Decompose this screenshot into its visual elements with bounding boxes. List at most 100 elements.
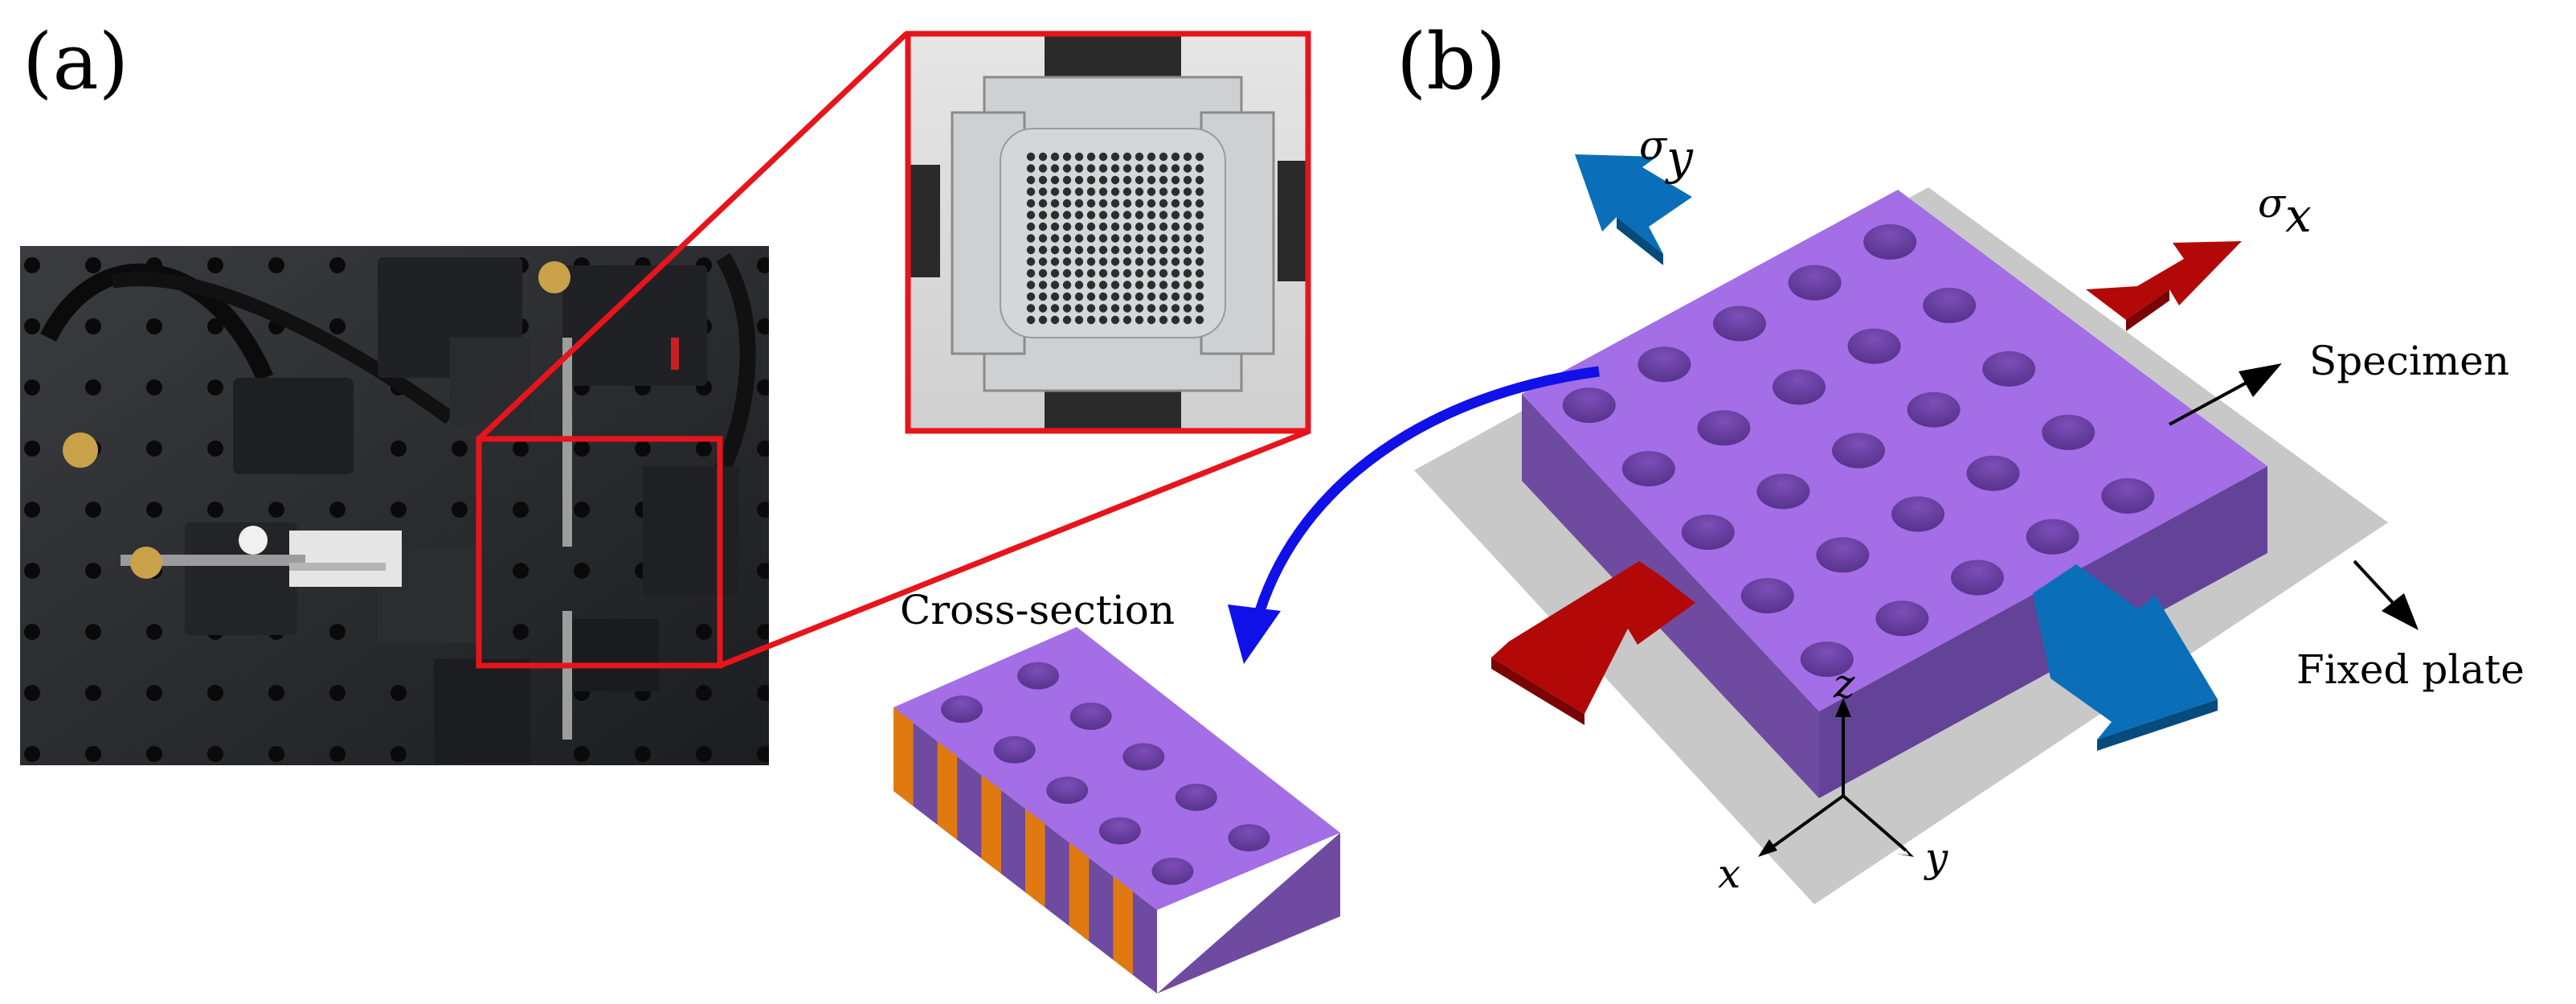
inset-specimen-hole (1195, 234, 1204, 243)
breadboard-hole (574, 563, 590, 579)
breadboard-hole (696, 624, 712, 640)
specimen-hole (1982, 350, 2036, 387)
inset-specimen-hole (1098, 175, 1108, 185)
inset-specimen-hole (1135, 245, 1144, 255)
inset-specimen-hole (1062, 268, 1072, 278)
inset-specimen-hole (1062, 245, 1072, 255)
inset-specimen-hole (1098, 281, 1108, 289)
breadboard-hole (207, 257, 223, 273)
inset-specimen-hole (1038, 257, 1048, 266)
inset-specimen-hole (1159, 152, 1168, 162)
breadboard-hole (24, 502, 40, 518)
inset-specimen-hole (1135, 304, 1144, 313)
breadboard-hole (24, 441, 40, 457)
inset-specimen-hole (1050, 211, 1060, 219)
specimen-hole (1875, 600, 1929, 637)
breadboard-hole (268, 502, 284, 518)
breadboard-hole (696, 685, 712, 701)
inset-specimen-hole (1110, 222, 1120, 232)
inset-specimen-hole (1110, 315, 1120, 325)
inset-specimen-hole (1026, 268, 1036, 278)
inset-specimen-hole (1183, 304, 1192, 313)
inset-specimen-hole (1122, 211, 1132, 219)
inset-specimen-hole (1171, 281, 1180, 289)
inset-specimen-hole (1122, 234, 1132, 243)
inset-specimen-hole (1171, 234, 1180, 243)
inset-specimen-hole (1183, 245, 1192, 255)
inset-specimen-hole (1026, 304, 1036, 313)
inset-specimen-hole (1098, 315, 1108, 325)
specimen-holes (1562, 223, 2155, 678)
inset-specimen-hole (1135, 175, 1144, 185)
inset-specimen-hole (1074, 164, 1084, 173)
breadboard-hole (757, 441, 769, 457)
inset-specimen-hole (1159, 175, 1168, 185)
specimen-hole (1951, 559, 2004, 596)
zoom-highlight (476, 31, 1311, 669)
axis-x-label: x (1718, 850, 1740, 897)
inset-specimen-hole (1195, 164, 1204, 173)
load-arrow-sigma-x-left (1491, 561, 1695, 725)
inset-specimen-hole (1086, 268, 1096, 278)
inset-specimen-hole (1026, 234, 1036, 243)
inset-specimen-hole (1062, 304, 1072, 313)
breadboard-hole (757, 379, 769, 395)
inset-specimen-hole (1159, 257, 1168, 266)
connector-line-top (476, 31, 909, 441)
inset-specimen-hole (1038, 315, 1048, 325)
inset-specimen-hole (1110, 257, 1120, 266)
inset-specimen-hole (1159, 292, 1168, 301)
breadboard-hole (85, 257, 101, 273)
inset-specimen-hole (1086, 234, 1096, 243)
inset-specimen-hole (1086, 199, 1096, 208)
inset-specimen-hole (1086, 222, 1096, 232)
inset-specimen-hole (1062, 292, 1072, 301)
breadboard-hole (513, 441, 529, 457)
specimen-hole (1863, 223, 1917, 260)
inset-specimen-hole (1195, 315, 1204, 325)
inset-specimen-hole (1183, 187, 1192, 196)
inset-specimen-hole (1195, 211, 1204, 219)
inset-specimen-hole (1074, 304, 1084, 313)
breadboard-hole (85, 746, 101, 762)
inset-specimen-hole (1135, 315, 1144, 325)
inset-specimen-hole (1195, 245, 1204, 255)
inset-specimen-hole (1050, 292, 1060, 301)
breadboard-hole (574, 502, 590, 518)
specimen-hole (1756, 473, 1810, 510)
specimen-hole (2101, 477, 2155, 514)
inset-specimen-hole (1062, 257, 1072, 266)
load-arrow-sigma-y-top (1575, 154, 1692, 265)
inset-specimen-hole (1098, 222, 1108, 232)
inset-specimen-hole (1074, 175, 1084, 185)
breadboard-hole (635, 441, 651, 457)
inset-specimen-hole (1038, 304, 1048, 313)
inset-specimen-hole (1147, 315, 1156, 325)
inset-specimen-hole (1110, 281, 1120, 289)
inset-specimen-hole (1122, 315, 1132, 325)
inset-specimen-hole (1122, 164, 1132, 173)
inset-specimen-hole (1135, 292, 1144, 301)
breadboard-hole (390, 441, 407, 457)
inset-specimen-hole (1147, 222, 1156, 232)
inset-specimen-hole (1135, 199, 1144, 208)
inset-specimen-hole (1074, 292, 1084, 301)
inset-specimen-hole (1183, 292, 1192, 301)
breadboard-hole (329, 502, 346, 518)
breadboard-hole (635, 746, 651, 762)
breadboard-hole (24, 746, 40, 762)
inset-specimen-hole (1026, 222, 1036, 232)
breadboard-hole (757, 318, 769, 334)
inset-specimen-hole (1098, 152, 1108, 162)
inset-specimen-hole (1086, 152, 1096, 162)
specimen-hole (1907, 391, 1961, 428)
inset-specimen-hole (1086, 315, 1096, 325)
inset-specimen-hole (1110, 187, 1120, 196)
inset-specimen-hole (1038, 211, 1048, 219)
inset-specimen-hole (1026, 281, 1036, 289)
inset-specimen-hole (1038, 245, 1048, 255)
cross-section-curve-arrow (1228, 366, 1600, 664)
inset-specimen-hole (1135, 152, 1144, 162)
breadboard-hole (85, 624, 101, 640)
inset-specimen-hole (1195, 199, 1204, 208)
